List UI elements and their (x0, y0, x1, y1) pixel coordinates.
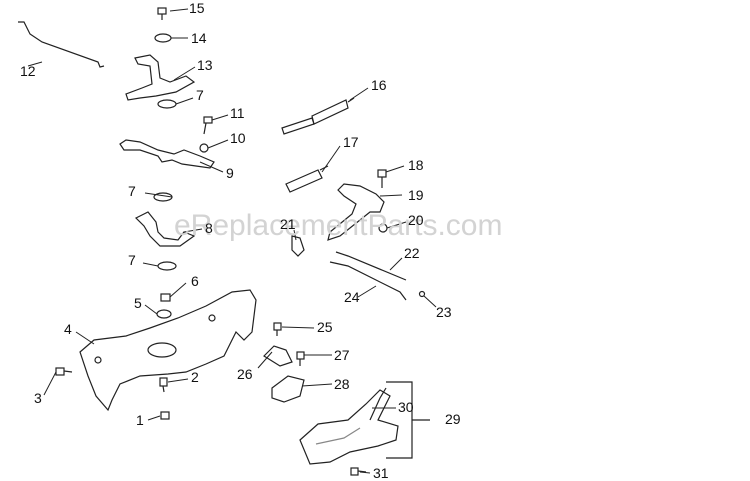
part-16-spring (281, 97, 355, 135)
part-26-bracket (263, 345, 293, 367)
part-19-lever (327, 183, 385, 241)
callout-4: 4 (64, 321, 72, 337)
callout-26: 26 (237, 366, 253, 382)
part-15-screw (157, 7, 167, 20)
part-29-assembly (299, 389, 399, 465)
callout-1: 1 (136, 412, 144, 428)
callout-29: 29 (445, 411, 461, 427)
part-21-clip (291, 235, 305, 257)
callout-7-mid: 7 (128, 183, 136, 199)
part-22-rod (335, 251, 407, 281)
callout-7-low: 7 (128, 252, 136, 268)
callout-24: 24 (344, 289, 360, 305)
part-30-cable (369, 387, 387, 421)
callout-9: 9 (226, 165, 234, 181)
callout-25: 25 (317, 319, 333, 335)
part-28-plate (271, 375, 305, 403)
part-11-screw (203, 116, 213, 135)
part-4-bracket (79, 289, 257, 412)
part-3-screw (55, 367, 73, 376)
part-25-screw (273, 322, 282, 336)
callout-18: 18 (408, 157, 424, 173)
callout-7-top: 7 (196, 87, 204, 103)
part-9-lever (119, 139, 215, 169)
part-29-bracket-line (386, 381, 413, 459)
part-2-screw (159, 377, 168, 393)
part-7-washer-low (157, 261, 177, 271)
callout-11: 11 (230, 105, 245, 121)
callout-16: 16 (371, 77, 387, 93)
callout-3: 3 (34, 390, 42, 406)
part-24-rod (329, 261, 407, 301)
callout-28: 28 (334, 376, 350, 392)
callout-21: 21 (280, 216, 296, 232)
part-31-screw (350, 467, 367, 476)
callout-17: 17 (343, 134, 359, 150)
part-5-washer (156, 309, 172, 319)
callout-30: 30 (398, 399, 414, 415)
callout-13: 13 (197, 57, 213, 73)
part-10-nut (199, 143, 209, 153)
part-18-screw (377, 169, 387, 188)
part-6-nut (160, 293, 171, 302)
callout-2: 2 (191, 369, 199, 385)
leader-lines (27, 8, 437, 474)
callout-15: 15 (189, 0, 205, 16)
part-17-spring (285, 165, 329, 193)
part-13-bracket (125, 54, 196, 101)
part-23-pin (418, 290, 426, 298)
callout-10: 10 (230, 130, 246, 146)
part-1-nut (160, 411, 170, 420)
part-27-screw (296, 351, 305, 366)
part-14-washer (154, 33, 172, 43)
callout-22: 22 (404, 245, 420, 261)
part-7-washer-top (157, 99, 177, 109)
callout-5: 5 (134, 295, 142, 311)
callout-27: 27 (334, 347, 350, 363)
callout-8: 8 (205, 220, 213, 236)
callout-12: 12 (20, 63, 36, 79)
callout-20: 20 (408, 212, 424, 228)
callout-31: 31 (373, 465, 389, 481)
part-12-rod (18, 21, 105, 68)
callout-23: 23 (436, 304, 452, 320)
watermark-text: eReplacementParts.com (174, 209, 503, 242)
callout-14: 14 (191, 30, 207, 46)
callout-19: 19 (408, 187, 424, 203)
callout-6: 6 (191, 273, 199, 289)
